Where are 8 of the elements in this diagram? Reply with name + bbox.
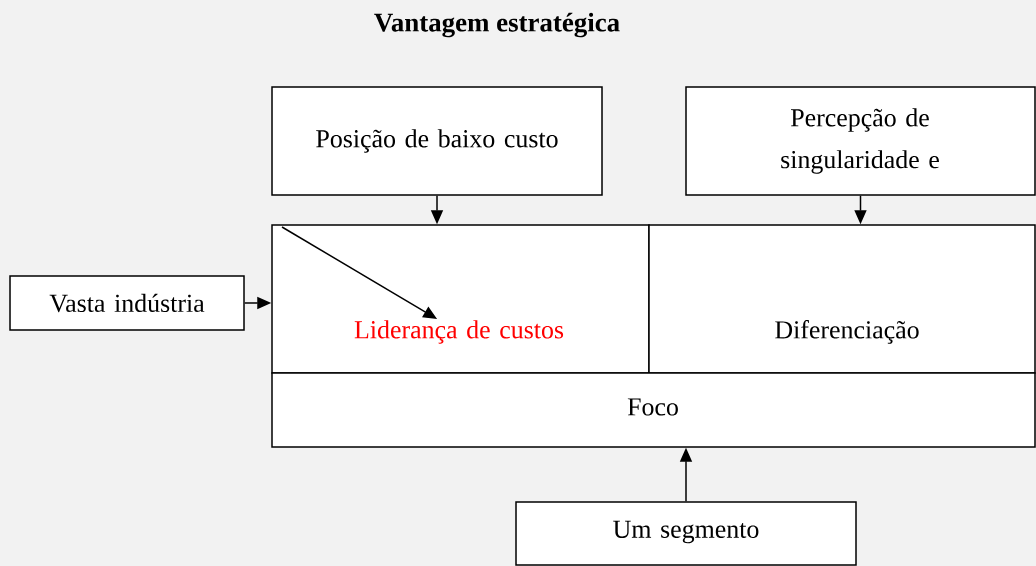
box: Posição de baixo custo (271, 86, 603, 196)
cell-label: Liderança de custos (354, 320, 564, 344)
cell: Foco (271, 372, 1036, 448)
title: Vantagem estratégica (374, 12, 620, 38)
box: Percepção de singularidade e (685, 86, 1036, 196)
box: Um segmento (515, 501, 857, 566)
cell: Diferenciação (648, 224, 1036, 374)
box: Vasta indústria (9, 275, 245, 331)
